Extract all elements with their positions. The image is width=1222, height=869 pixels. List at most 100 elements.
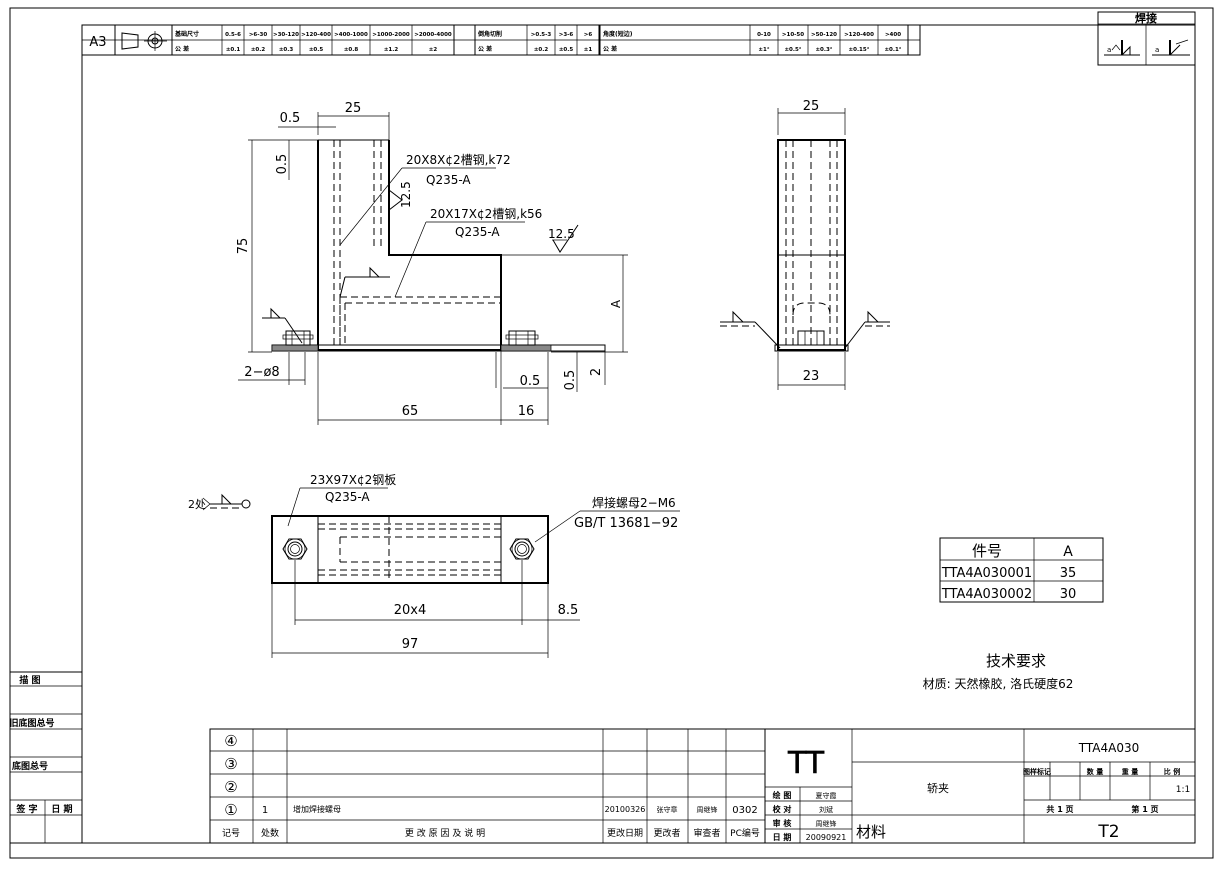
sheet-size: A3 <box>89 35 106 50</box>
weld-legend-title: 焊接 <box>1135 11 1157 25</box>
tolerance-range: >30-120 <box>273 32 299 38</box>
revision-mark: ③ <box>224 755 237 773</box>
label-nut: 焊接螺母2−M6 <box>592 495 676 510</box>
revision-footer: 记号 <box>222 828 240 839</box>
part-table-cell: TTA4A030002 <box>941 587 1032 602</box>
revision-pc: 0302 <box>732 805 757 816</box>
dim-top-gap: 0.5 <box>280 111 301 126</box>
revision-mark: ④ <box>224 732 237 750</box>
all-around-weld-mark-icon: 2处 <box>188 493 251 511</box>
tolerance-value: ±0.15° <box>849 47 870 53</box>
inner-border <box>81 24 1196 844</box>
revision-desc: 增加焊接螺母 <box>293 804 341 814</box>
weld-nut-top-right <box>509 538 535 560</box>
dim-20x4: 20x4 <box>394 603 427 618</box>
label-count: 2处 <box>188 498 206 511</box>
margin-label: 旧底图总号 <box>9 717 54 729</box>
margin-date: 日 期 <box>51 803 72 815</box>
tolerance-range: >400-1000 <box>334 32 368 38</box>
tolerance-value: ±0.2 <box>251 47 266 53</box>
tolerance-range: >0.5-3 <box>531 32 552 38</box>
revision-footer: PC编号 <box>730 827 760 839</box>
approve-label: 审 核 <box>773 818 792 828</box>
fillet-weld-mark-icon <box>844 310 890 349</box>
fillet-weld-mark-icon <box>262 307 303 344</box>
tolerance-value: ±0.1° <box>884 47 901 53</box>
dim-16: 16 <box>518 404 535 419</box>
revision-mark: ① <box>224 801 237 819</box>
sheet-total: 共 1 页 <box>1046 804 1073 814</box>
dim-a: A <box>609 299 623 308</box>
svg-text:a: a <box>1155 46 1159 54</box>
tolerance-range: >50-120 <box>811 32 837 38</box>
material-value: T2 <box>1097 822 1119 842</box>
part-table-cell: 35 <box>1060 566 1077 581</box>
dim-side-gap: 0.5 <box>275 154 290 175</box>
tolerance-value: ±0.3 <box>279 47 294 53</box>
fillet-weld-mark-icon <box>720 310 781 349</box>
surface-roughness-icon: 12.5 <box>388 181 413 211</box>
margin-label: 描 图 <box>19 674 40 686</box>
notes-title: 技术要求 <box>986 652 1046 670</box>
revision-count: 1 <box>262 805 268 816</box>
margin-sign: 签 字 <box>15 803 37 815</box>
dim-8-5: 8.5 <box>558 603 579 618</box>
tolerance-range: >120-400 <box>844 32 874 38</box>
dim-bottom-2: 2 <box>589 368 604 376</box>
tolerance-value: ±2 <box>429 47 438 53</box>
tolerance-value: ±0.8 <box>344 47 359 53</box>
scale-label: 比 例 <box>1164 767 1180 776</box>
weld-nut-right <box>505 330 539 346</box>
date-value: 20090921 <box>806 833 847 842</box>
dim-65: 65 <box>402 404 419 419</box>
svg-text:12.5: 12.5 <box>399 181 413 208</box>
tolerance-row-label: 公 差 <box>478 45 492 53</box>
label-nut-std: GB/T 13681−92 <box>574 516 678 531</box>
label-material-2: Q235-A <box>455 225 500 239</box>
label-steel-2: 20X17X¢2槽钢,k56 <box>430 207 542 221</box>
tolerance-value: ±0.3° <box>815 47 832 53</box>
side-view: 25 23 <box>720 99 890 390</box>
approve-value: 周继锋 <box>816 819 837 828</box>
side-dim-top: 25 <box>803 99 820 114</box>
dim-bottom-05a: 0.5 <box>520 374 541 389</box>
fillet-weld-symbol-icon: a <box>1104 40 1140 56</box>
tolerance-range: >6 <box>584 32 593 38</box>
tolerance-value: ±0.1 <box>226 47 241 53</box>
tolerance-range: 0.5-6 <box>225 32 241 38</box>
revision-footer: 审查者 <box>693 827 720 839</box>
tolerance-value: ±0.5° <box>784 47 801 53</box>
revision-mark: ② <box>224 778 237 796</box>
front-view: 25 0.5 75 0.5 20X8X¢2槽钢,k72 Q235-A 20X17… <box>236 101 628 425</box>
label-plate-material: Q235-A <box>325 490 370 504</box>
notes-text: 材质: 天然橡胶, 洛氏硬度62 <box>923 676 1074 691</box>
groove-weld-symbol-icon: a <box>1152 39 1190 56</box>
tolerance-value: ±0.5 <box>309 47 324 53</box>
tolerance-value: ±0.2 <box>534 47 549 53</box>
revision-footer: 更改者 <box>653 827 680 839</box>
weld-nut-left <box>282 330 314 346</box>
check-label: 校 对 <box>773 804 792 814</box>
dim-height: 75 <box>236 238 251 255</box>
tolerance-row-label: 倒角切削 <box>477 30 502 38</box>
sheet-number: 第 1 页 <box>1131 804 1158 814</box>
tolerance-row-label: 角度(短边) <box>603 30 633 38</box>
margin-label: 底图总号 <box>12 760 48 772</box>
weld-nut-top-left <box>282 538 308 560</box>
tolerance-range: >400 <box>885 32 901 38</box>
drawing-number: TTA4A030 <box>1078 741 1139 755</box>
design-value: 夏守霞 <box>816 791 837 800</box>
label-steel-1: 20X8X¢2槽钢,k72 <box>406 153 511 167</box>
part-table-header-1: A <box>1063 544 1073 560</box>
tolerance-range: >6-30 <box>249 32 268 38</box>
weld-legend-box: 焊接 a a <box>1097 11 1196 66</box>
plan-view: 2处 23X97X¢2钢板 Q235-A 焊接螺母2−M6 GB/T 13681… <box>188 473 680 658</box>
tolerance-table-angle: 角度(短边)公 差0-10±1°>10-50±0.5°>50-120±0.3°>… <box>599 25 909 55</box>
weight-label: 重 量 <box>1122 767 1138 776</box>
svg-text:12.5: 12.5 <box>548 227 575 241</box>
fillet-weld-mark-icon <box>339 266 390 298</box>
tolerance-range: >2000-4000 <box>414 32 452 38</box>
check-value: 刘斌 <box>819 805 833 814</box>
tolerance-range: >10-50 <box>782 32 804 38</box>
